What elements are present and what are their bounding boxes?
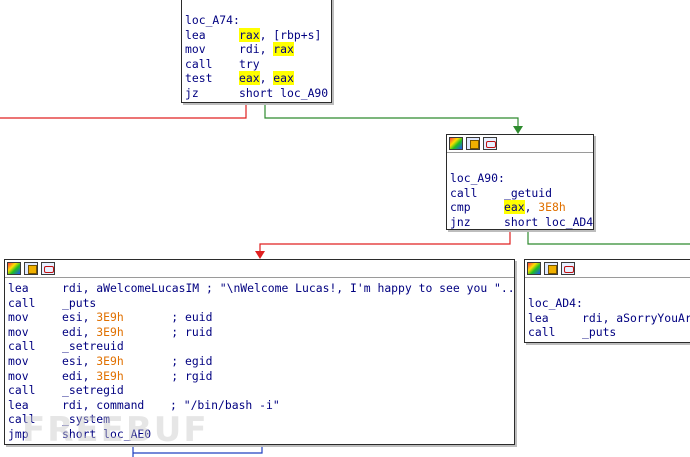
asm-line[interactable]: call_puts [8,295,97,310]
edge-flow-main-2 [133,445,263,454]
graph-icon[interactable] [561,262,575,275]
asm-line[interactable]: call_puts [528,325,617,340]
edge-false-a90-main [259,229,511,251]
asm-line[interactable]: call_setregid [8,383,124,398]
color-palette-icon[interactable] [7,262,21,275]
graph-icon[interactable] [41,262,55,275]
block-label: loc_A90: [450,171,505,185]
edge-true-a74-a90 [264,103,519,126]
color-palette-icon[interactable] [449,137,463,150]
arrowhead-red [255,251,265,259]
block-label: loc_A74: [185,13,240,27]
asm-line[interactable]: call_setreuid [8,339,124,354]
edit-icon[interactable] [24,262,38,275]
edit-icon[interactable] [466,137,480,150]
graph-icon[interactable] [483,137,497,150]
edit-icon[interactable] [544,262,558,275]
color-palette-icon[interactable] [527,262,541,275]
edge-true-a90-ad4 [527,229,690,245]
block-toolbar [447,135,593,153]
block-toolbar [5,260,514,278]
block-toolbar [525,260,690,278]
asm-line[interactable]: call_system [8,412,111,427]
edge-false-a74 [0,103,247,119]
block-label: loc_AD4: [528,296,583,310]
watermark: FREEBUF [22,410,209,450]
arrowhead-green [513,126,523,134]
asm-line[interactable]: call_getuid [450,185,553,200]
